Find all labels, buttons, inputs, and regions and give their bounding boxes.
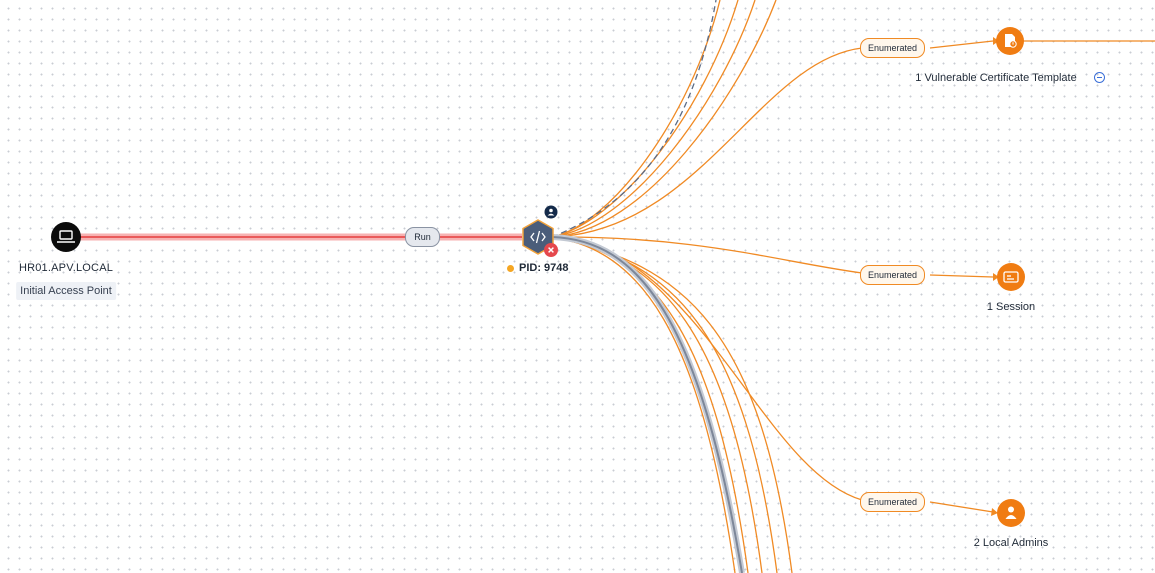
edge-label-cert[interactable]: Enumerated <box>860 38 926 58</box>
error-badge-icon <box>544 243 558 257</box>
host-node[interactable] <box>51 222 81 252</box>
edges-to-offscreen-bottom <box>551 236 793 573</box>
user-badge-icon <box>544 205 558 219</box>
edge-to-admins <box>551 236 994 513</box>
session-icon <box>1003 271 1019 283</box>
highlighted-gray-edge-core <box>551 236 743 573</box>
user-group-icon <box>1005 506 1017 519</box>
edges-to-offscreen-top <box>551 0 777 238</box>
session-node-label: 1 Session <box>986 301 1036 313</box>
edge-label-admins[interactable]: Enumerated <box>860 492 926 512</box>
admins-node[interactable] <box>997 499 1025 527</box>
admins-node-label: 2 Local Admins <box>973 537 1049 549</box>
pid-text: PID: 9748 <box>519 262 569 274</box>
dashed-edge <box>551 0 717 238</box>
edge-to-session <box>551 236 994 278</box>
certificate-node[interactable] <box>996 27 1024 55</box>
collapse-icon[interactable] <box>1094 72 1105 83</box>
status-dot-icon <box>507 264 514 272</box>
edge-to-cert <box>551 40 994 238</box>
process-pid-label: PID: 9748 <box>507 262 569 274</box>
host-node-subtitle: Initial Access Point <box>16 282 116 300</box>
cert-node-label: 1 Vulnerable Certificate Template <box>915 72 1077 84</box>
run-edge-label[interactable]: Run <box>405 227 440 247</box>
session-node[interactable] <box>997 263 1025 291</box>
certificate-icon <box>1005 34 1017 48</box>
laptop-icon <box>57 230 75 243</box>
process-node[interactable] <box>522 219 554 255</box>
host-node-label: HR01.APV.LOCAL <box>18 262 114 274</box>
code-icon <box>530 230 546 244</box>
edge-label-session[interactable]: Enumerated <box>860 265 926 285</box>
